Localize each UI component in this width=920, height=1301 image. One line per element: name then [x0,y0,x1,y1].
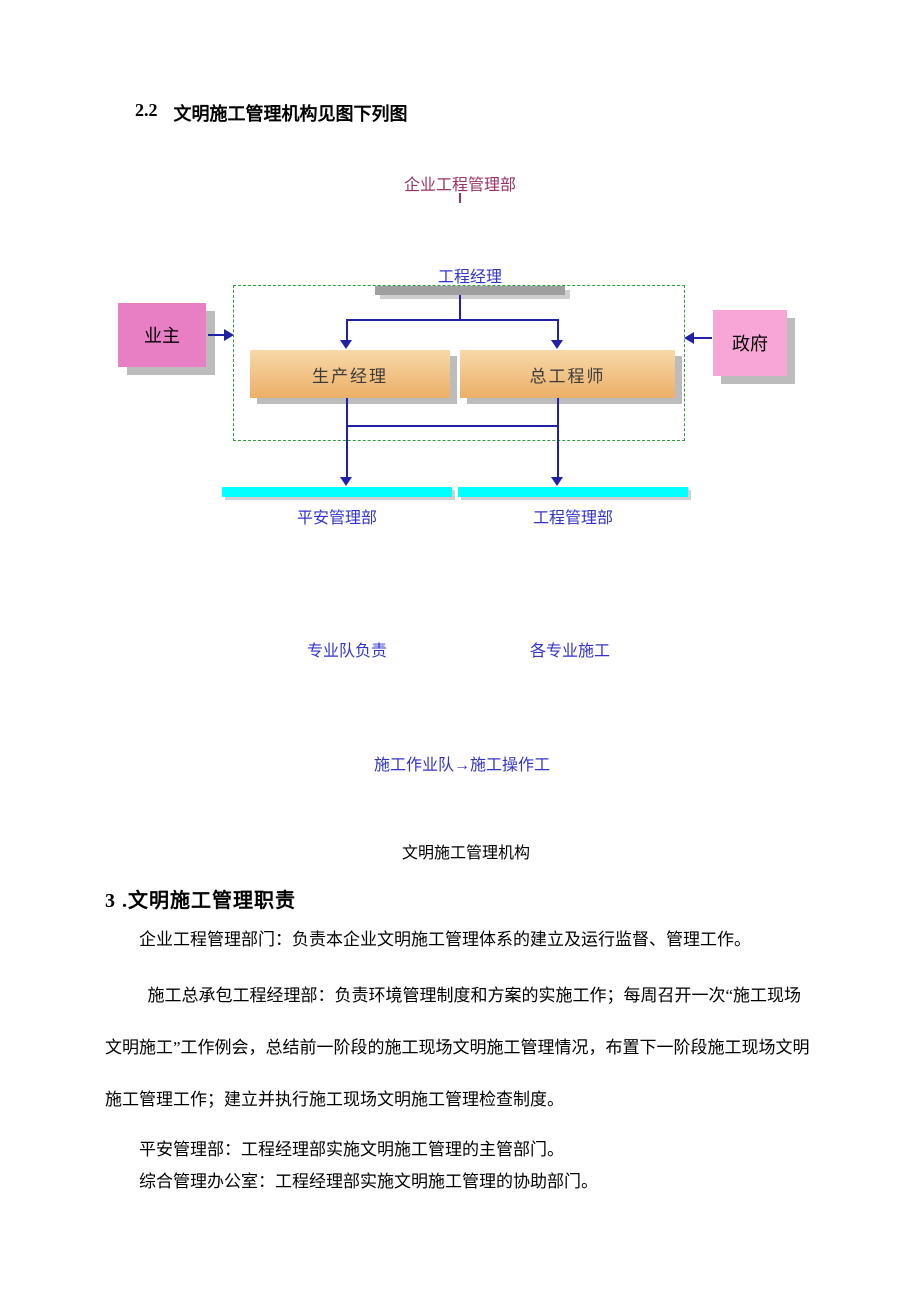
paragraph-enterprise-dept: 企业工程管理部门：负责本企业文明施工管理体系的建立及运行监督、管理工作。 [139,930,751,949]
chief-engineer-label: 总工程师 [529,366,606,386]
owner-box: 业主 [118,303,206,367]
section-2-2-number: 2.2 [135,100,158,120]
connector-line [346,425,559,427]
team-leader-label: 专业队负责 [306,643,387,660]
arrow-down-icon [551,477,563,486]
enterprise-dept-label: 企业工程管理部 [403,177,516,194]
owner-label: 业主 [144,326,180,346]
section-3-heading: 3 .文明施工管理职责 [105,890,296,912]
connector-line [346,319,559,321]
connector-line [346,319,348,341]
engineering-dept-label: 工程管理部 [532,510,613,527]
paragraph-safety-dept: 平安管理部：工程经理部实施文明施工管理的主管部门。 [139,1140,564,1159]
connector-line [346,398,348,478]
safety-dept-bar [222,487,452,497]
engineering-dept-bar [458,487,688,497]
connector-line [459,295,461,321]
project-manager-label: 工程经理 [437,269,502,286]
connector-line [208,334,226,336]
connector-line [694,337,712,339]
section-2-2-title: 文明施工管理机构见图下列图 [173,104,408,124]
production-manager-box: 生产经理 [250,350,450,398]
section-2-2-heading: 2.2 文明施工管理机构见图下列图 [135,100,408,126]
chief-engineer-box: 总工程师 [460,350,675,398]
safety-dept-label: 平安管理部 [296,510,377,527]
arrow-left-icon [684,332,694,344]
government-label: 政府 [732,334,768,354]
arrow-down-icon [340,340,352,349]
arrow-down-icon [340,477,352,486]
production-manager-label: 生产经理 [312,366,388,386]
connector-line [557,319,559,341]
government-box: 政府 [713,310,787,376]
arrow-down-icon [551,340,563,349]
project-manager-bar [375,286,565,295]
management-group-border [233,285,685,441]
paragraph-admin-office: 综合管理办公室：工程经理部实施文明施工管理的协助部门。 [139,1172,598,1191]
connector-tick [459,193,461,203]
specialties-label: 各专业施工 [529,643,610,660]
work-crew-label: 施工作业队→施工操作工 [373,757,550,774]
connector-line [557,398,559,478]
diagram-caption: 文明施工管理机构 [401,845,530,862]
paragraph-general-contractor: 施工总承包工程经理部：负责环境管理制度和方案的实施工作；每周召开一次“施工现场文… [105,986,810,1109]
arrow-right-icon [224,329,234,341]
